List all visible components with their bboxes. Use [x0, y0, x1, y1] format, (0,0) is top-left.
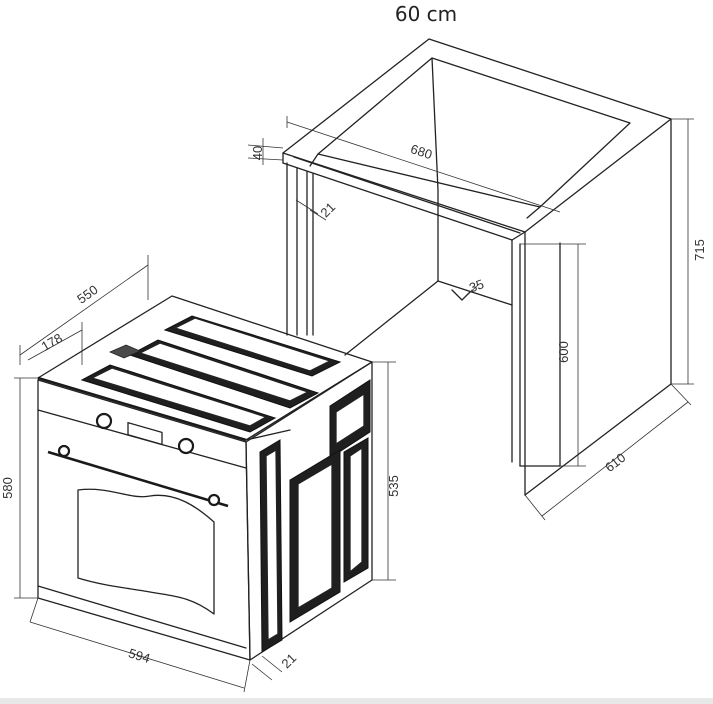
- dim-height: 715: [692, 239, 707, 261]
- size-title: 60 cm: [395, 2, 457, 26]
- footer-bar: [0, 698, 713, 704]
- dim-oven-height: 580: [0, 477, 15, 499]
- dim-depth-bottom: 610: [602, 450, 628, 475]
- cabinet-drawing: 40 680 21 35 715 600 610: [247, 38, 707, 521]
- dim-panel-depth: 178: [39, 330, 65, 354]
- dim-oven-body-height: 535: [386, 475, 401, 497]
- dim-depth-top: 680: [409, 141, 434, 162]
- dim-side-gap: 21: [317, 199, 338, 220]
- oven-drawing: 550 178 580 594 535 21: [0, 255, 401, 693]
- dim-vent-angle: 35: [467, 276, 486, 295]
- dim-front-offset: 21: [278, 650, 299, 671]
- dim-oven-depth: 550: [74, 282, 100, 307]
- dim-front-gap: 40: [250, 146, 265, 160]
- dim-oven-width: 594: [127, 645, 152, 666]
- dim-inner-height: 600: [556, 341, 571, 363]
